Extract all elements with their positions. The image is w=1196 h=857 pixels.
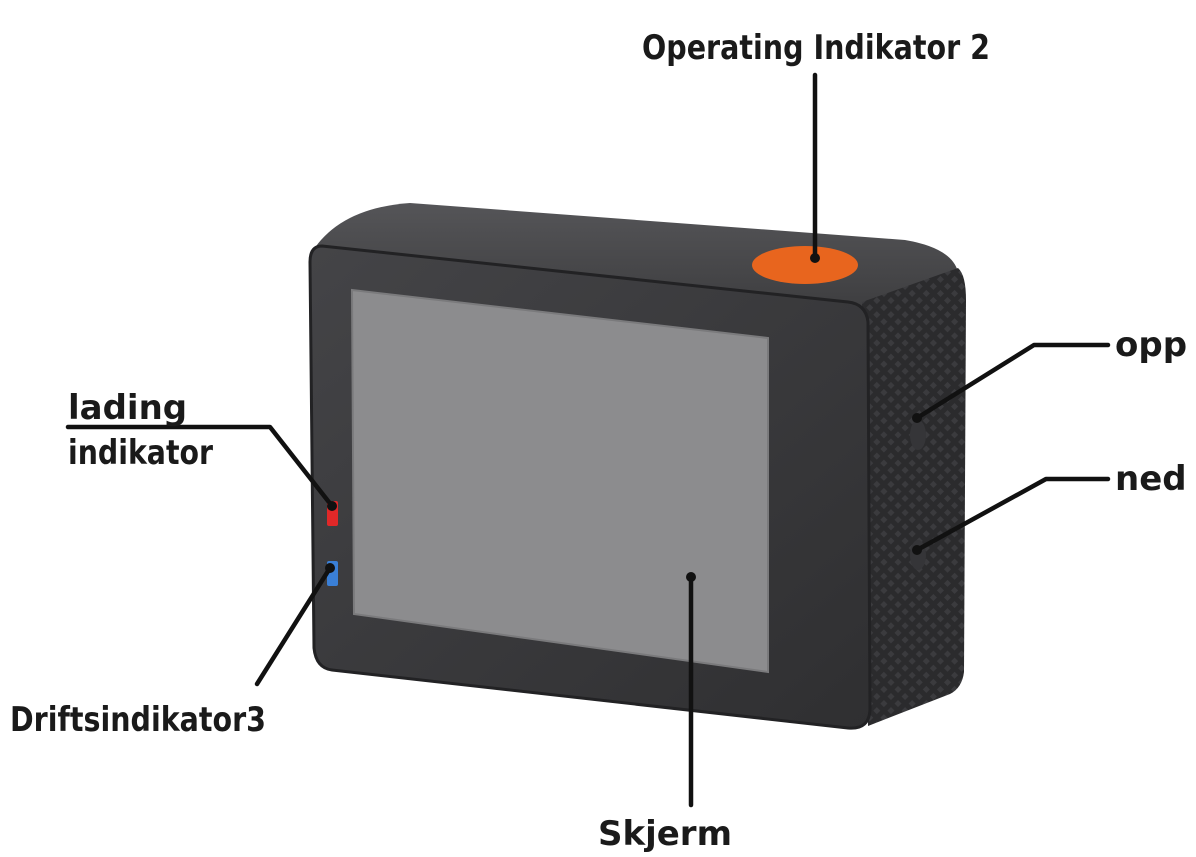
up-button-icon [910,420,926,450]
charging-indicator-label-line2: indikator [68,433,213,473]
camera-side-grip [862,268,966,726]
operation-indicator-leader [254,565,333,687]
down-button-dot [912,545,922,555]
operating-indicator-dot [810,253,820,263]
screen-label: Skjerm [598,814,732,854]
up-button-label: opp [1115,325,1187,365]
down-button-leader [914,476,1111,553]
charging-indicator-leader [65,424,335,509]
screen-dot [686,572,696,582]
camera-screen [350,288,769,674]
charging-indicator-dot [327,501,337,511]
up-button-leader [914,342,1111,421]
charging-indicator-label-line1: lading [68,388,187,428]
operation-indicator-dot [325,563,335,573]
shutter-button-icon [752,246,858,284]
up-button-dot [912,413,922,423]
down-button-label: ned [1115,459,1187,499]
operating-indicator-label: Operating Indikator 2 [642,28,990,68]
operation-indicator-label: Driftsindikator3 [10,700,266,740]
